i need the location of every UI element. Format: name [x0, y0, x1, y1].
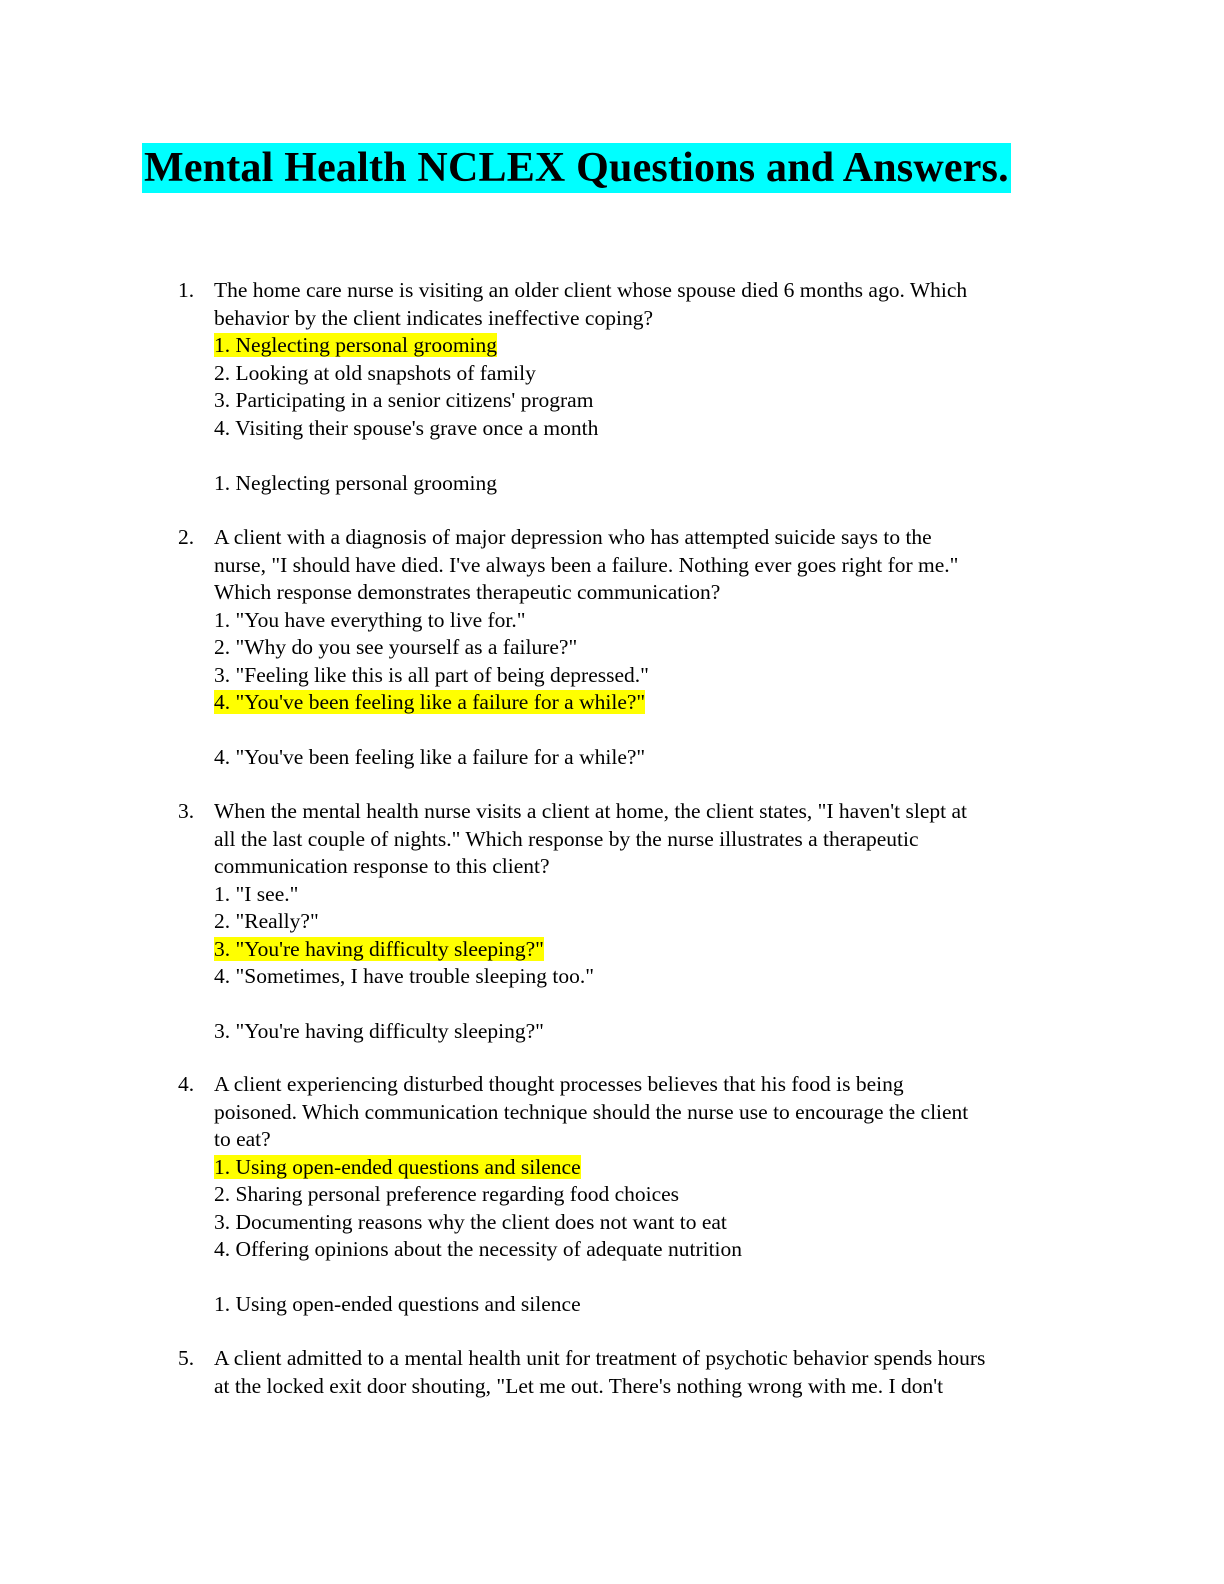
question-body: A client admitted to a mental health uni… — [214, 1345, 1084, 1400]
option-3: 3. Participating in a senior citizens' p… — [214, 388, 594, 412]
highlighted-correct-option: 1. Using open-ended questions and silenc… — [214, 1154, 581, 1179]
question-number: 5. — [178, 1346, 195, 1370]
option-4: 4. Visiting their spouse's grave once a … — [214, 415, 599, 440]
answer-line: 4. "You've been feeling like a failure f… — [214, 745, 646, 769]
option-3: 3. "You're having difficulty sleeping?" — [214, 936, 1084, 964]
answer-line: 1. Neglecting personal grooming — [214, 470, 498, 495]
question-stem-line: to eat? — [214, 1127, 271, 1151]
question-number: 4. — [178, 1072, 195, 1096]
question-stem-line: communication response to this client? — [214, 854, 550, 878]
question-body: A client with a diagnosis of major depre… — [214, 524, 1084, 772]
question-body: The home care nurse is visiting an older… — [214, 277, 1084, 497]
question-stem-line: behavior by the client indicates ineffec… — [214, 305, 653, 330]
option-2: 2. "Why do you see yourself as a failure… — [214, 635, 578, 659]
answer-line: 3. "You're having difficulty sleeping?" — [214, 1019, 544, 1043]
option-1: 1. "I see." — [214, 881, 299, 906]
document-title: Mental Health NCLEX Questions and Answer… — [142, 143, 1011, 193]
question-body: When the mental health nurse visits a cl… — [214, 798, 1084, 1046]
question-stem-line: all the last couple of nights." Which re… — [214, 826, 919, 851]
option-2: 2. Sharing personal preference regarding… — [214, 1182, 680, 1206]
question-stem-line: When the mental health nurse visits a cl… — [214, 799, 967, 823]
option-1: 1. Neglecting personal grooming — [214, 332, 1084, 360]
option-4: 4. Offering opinions about the necessity… — [214, 1237, 743, 1261]
highlighted-correct-option: 4. "You've been feeling like a failure f… — [214, 690, 646, 714]
question-body: A client experiencing disturbed thought … — [214, 1071, 1084, 1319]
option-3: 3. "Feeling like this is all part of bei… — [214, 662, 649, 687]
option-3: 3. Documenting reasons why the client do… — [214, 1209, 727, 1234]
option-2: 2. "Really?" — [214, 909, 319, 933]
highlighted-correct-option: 1. Neglecting personal grooming — [214, 333, 498, 357]
option-4: 4. "You've been feeling like a failure f… — [214, 689, 1084, 717]
question-stem-line: at the locked exit door shouting, "Let m… — [214, 1373, 944, 1398]
answer-line: 1. Using open-ended questions and silenc… — [214, 1292, 581, 1316]
option-4: 4. "Sometimes, I have trouble sleeping t… — [214, 964, 594, 988]
question-stem-line: nurse, "I should have died. I've always … — [214, 552, 959, 577]
question-number: 2. — [178, 525, 195, 549]
question-stem-line: A client admitted to a mental health uni… — [214, 1346, 986, 1370]
question-number: 1. — [178, 278, 195, 302]
question-stem-line: A client experiencing disturbed thought … — [214, 1072, 904, 1096]
question-stem-line: Which response demonstrates therapeutic … — [214, 580, 721, 604]
option-1: 1. "You have everything to live for." — [214, 607, 526, 632]
option-2: 2. Looking at old snapshots of family — [214, 360, 536, 385]
question-stem-line: poisoned. Which communication technique … — [214, 1099, 969, 1124]
highlighted-correct-option: 3. "You're having difficulty sleeping?" — [214, 936, 544, 961]
question-stem-line: A client with a diagnosis of major depre… — [214, 525, 932, 549]
option-1: 1. Using open-ended questions and silenc… — [214, 1154, 1084, 1182]
question-stem-line: The home care nurse is visiting an older… — [214, 278, 968, 302]
question-number: 3. — [178, 799, 195, 823]
